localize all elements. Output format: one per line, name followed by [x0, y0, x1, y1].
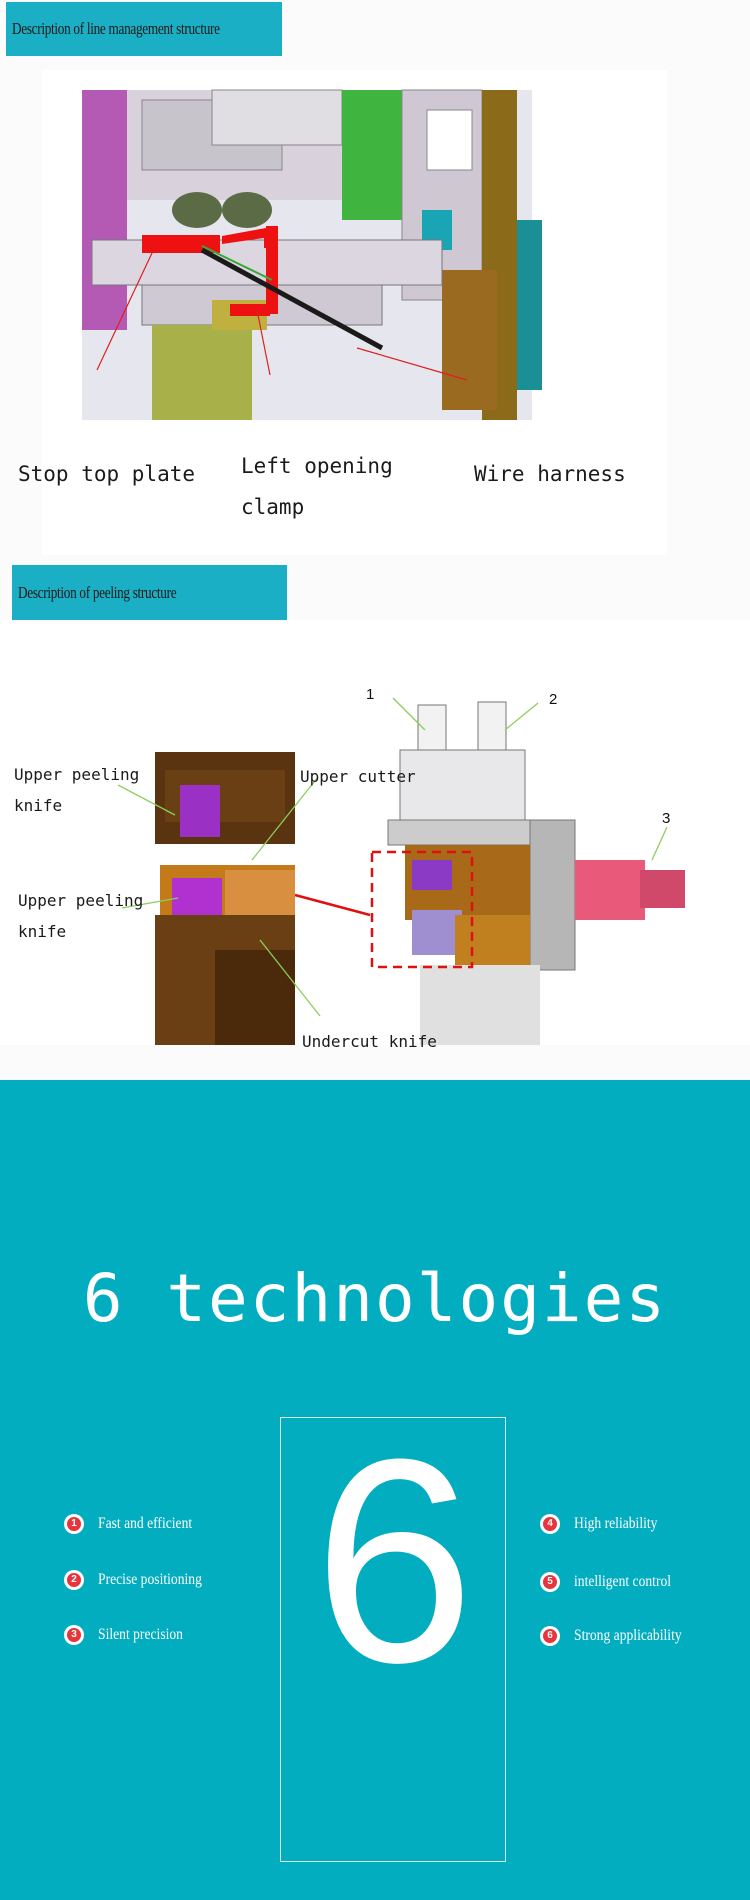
big-number: 6 [313, 1399, 475, 1723]
feature-item: 4 High reliability [540, 1514, 672, 1534]
number-badge-icon: 3 [64, 1625, 84, 1645]
line-management-drawing [82, 89, 542, 420]
label-upper-peeling-knife-b-2: knife [18, 922, 67, 941]
feature-text: intelligent control [574, 1573, 672, 1590]
number-badge-icon: 2 [64, 1570, 84, 1590]
feature-item: 3 Silent precision [64, 1625, 198, 1645]
feature-item: 2 Precise positioning [64, 1570, 220, 1590]
label-upper-peeling-knife-a-2: knife [14, 796, 63, 815]
label-upper-cutter: Upper cutter [300, 767, 416, 786]
number-badge-icon: 5 [540, 1572, 560, 1592]
label-left-opening-clamp-1: Left opening [241, 454, 393, 478]
number-badge-icon: 6 [540, 1626, 560, 1646]
peeling-panel: Upper peeling knife Upper cutter Upper p… [0, 620, 750, 1051]
feature-text: Silent precision [98, 1626, 183, 1643]
peeling-drawing [117, 697, 685, 1045]
number-badge-icon: 1 [64, 1514, 84, 1534]
feature-item: 5 intelligent control [540, 1572, 688, 1592]
callout-number-3: 3 [662, 810, 671, 827]
label-undercut-knife: Undercut knife [302, 1032, 437, 1051]
feature-text: Fast and efficient [98, 1515, 193, 1532]
label-upper-peeling-knife-b-1: Upper peeling [18, 891, 144, 910]
technologies-title: 6 technologies [82, 1260, 668, 1337]
section-banner-line-management: Description of line management structure [6, 2, 282, 56]
section-banner-peeling: Description of peeling structure [12, 565, 287, 620]
callout-number-1: 1 [366, 686, 375, 703]
callout-number-2: 2 [549, 691, 558, 708]
label-upper-peeling-knife-a-1: Upper peeling [14, 765, 140, 784]
number-badge-icon: 4 [540, 1514, 560, 1534]
feature-text: Strong applicability [574, 1627, 682, 1644]
label-stop-top-plate: Stop top plate [18, 462, 196, 486]
label-left-opening-clamp-2: clamp [241, 495, 305, 519]
feature-text: High reliability [574, 1515, 658, 1532]
label-wire-harness: Wire harness [474, 462, 626, 486]
feature-item: 1 Fast and efficient [64, 1514, 209, 1534]
big-number-frame: 6 [280, 1399, 506, 1862]
banner-title: Description of peeling structure [18, 582, 177, 602]
feature-item: 6 Strong applicability [540, 1626, 701, 1646]
feature-text: Precise positioning [98, 1571, 202, 1588]
line-management-panel: Stop top plate Left opening clamp Wire h… [18, 70, 667, 555]
technologies-section: 6 technologies 6 1 Fast and efficient 2 … [0, 1080, 750, 1900]
banner-title: Description of line management structure [12, 19, 220, 38]
